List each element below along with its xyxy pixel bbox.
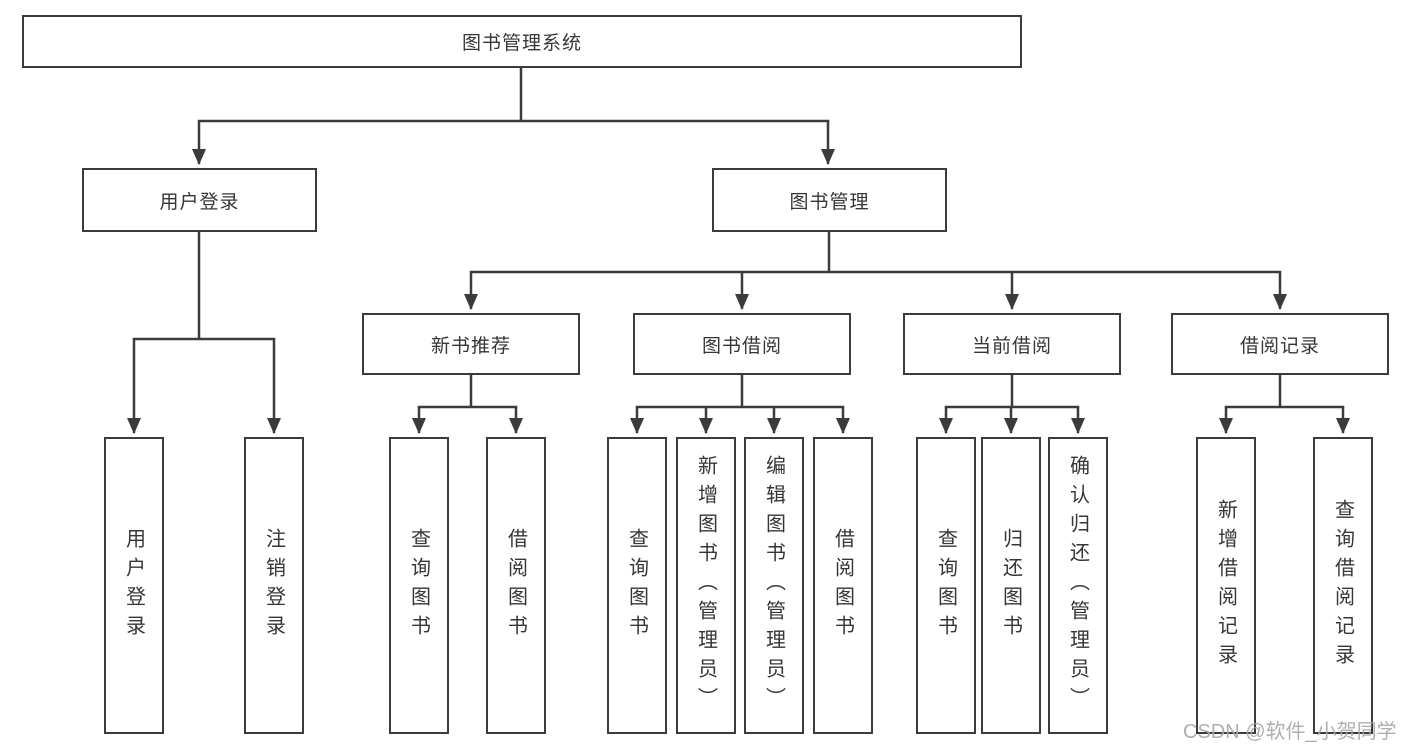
connector-book-borrow-to-leaves — [630, 375, 850, 434]
leaf-bb-add-books-label: 新增图书（管理员） — [694, 455, 717, 716]
node-book-management: 图书管理 — [712, 168, 947, 232]
leaf-bb-borrow-books-label: 借阅图书 — [831, 527, 854, 644]
leaf-user-login: 用户登录 — [104, 437, 164, 734]
leaf-bb-add-books: 新增图书（管理员） — [676, 437, 736, 734]
node-current-borrow: 当前借阅 — [903, 313, 1121, 375]
connector-borrow-records-to-leaves — [1219, 375, 1350, 434]
leaf-br-add-record: 新增借阅记录 — [1196, 437, 1256, 734]
node-user-login-label: 用户登录 — [159, 191, 240, 213]
connector-book-management-to-level3 — [464, 232, 1287, 310]
csdn-watermark: CSDN @软件_小贺同学 — [1183, 721, 1397, 743]
connector-root-to-level2 — [192, 68, 835, 165]
node-book-management-label: 图书管理 — [789, 191, 870, 213]
node-borrow-records: 借阅记录 — [1171, 313, 1389, 375]
node-new-book-recommend: 新书推荐 — [362, 313, 580, 375]
leaf-bb-query-books-label: 查询图书 — [625, 527, 648, 644]
leaf-bb-borrow-books: 借阅图书 — [813, 437, 873, 734]
leaf-nb-borrow-books-label: 借阅图书 — [504, 527, 527, 644]
leaf-logout: 注销登录 — [244, 437, 304, 734]
node-user-login: 用户登录 — [82, 168, 317, 232]
leaf-nb-borrow-books: 借阅图书 — [486, 437, 546, 734]
node-root: 图书管理系统 — [22, 15, 1022, 68]
leaf-cb-return-books: 归还图书 — [981, 437, 1041, 734]
leaf-br-add-record-label: 新增借阅记录 — [1214, 498, 1237, 673]
leaf-bb-edit-books: 编辑图书（管理员） — [744, 437, 804, 734]
connector-current-borrow-to-leaves — [939, 375, 1085, 434]
node-borrow-records-label: 借阅记录 — [1239, 335, 1320, 357]
connector-new-book-recommend-to-leaves — [412, 375, 523, 434]
leaf-nb-query-books: 查询图书 — [389, 437, 449, 734]
leaf-cb-return-books-label: 归还图书 — [999, 527, 1022, 644]
leaf-cb-confirm-return-label: 确认归还（管理员） — [1066, 455, 1089, 716]
node-book-borrow-label: 图书借阅 — [701, 335, 782, 357]
leaf-cb-query-books-label: 查询图书 — [934, 527, 957, 644]
leaf-bb-edit-books-label: 编辑图书（管理员） — [762, 455, 785, 716]
leaf-logout-label: 注销登录 — [262, 527, 285, 644]
connector-user-login-to-leaves — [127, 232, 281, 434]
leaf-bb-query-books: 查询图书 — [607, 437, 667, 734]
node-root-label: 图书管理系统 — [461, 33, 582, 54]
node-book-borrow: 图书借阅 — [633, 313, 851, 375]
node-current-borrow-label: 当前借阅 — [971, 335, 1052, 357]
node-new-book-recommend-label: 新书推荐 — [430, 335, 511, 357]
leaf-nb-query-books-label: 查询图书 — [407, 527, 430, 644]
leaf-user-login-label: 用户登录 — [122, 527, 145, 644]
leaf-br-query-record-label: 查询借阅记录 — [1331, 498, 1354, 673]
leaf-cb-query-books: 查询图书 — [916, 437, 976, 734]
leaf-cb-confirm-return: 确认归还（管理员） — [1048, 437, 1108, 734]
leaf-br-query-record: 查询借阅记录 — [1313, 437, 1373, 734]
